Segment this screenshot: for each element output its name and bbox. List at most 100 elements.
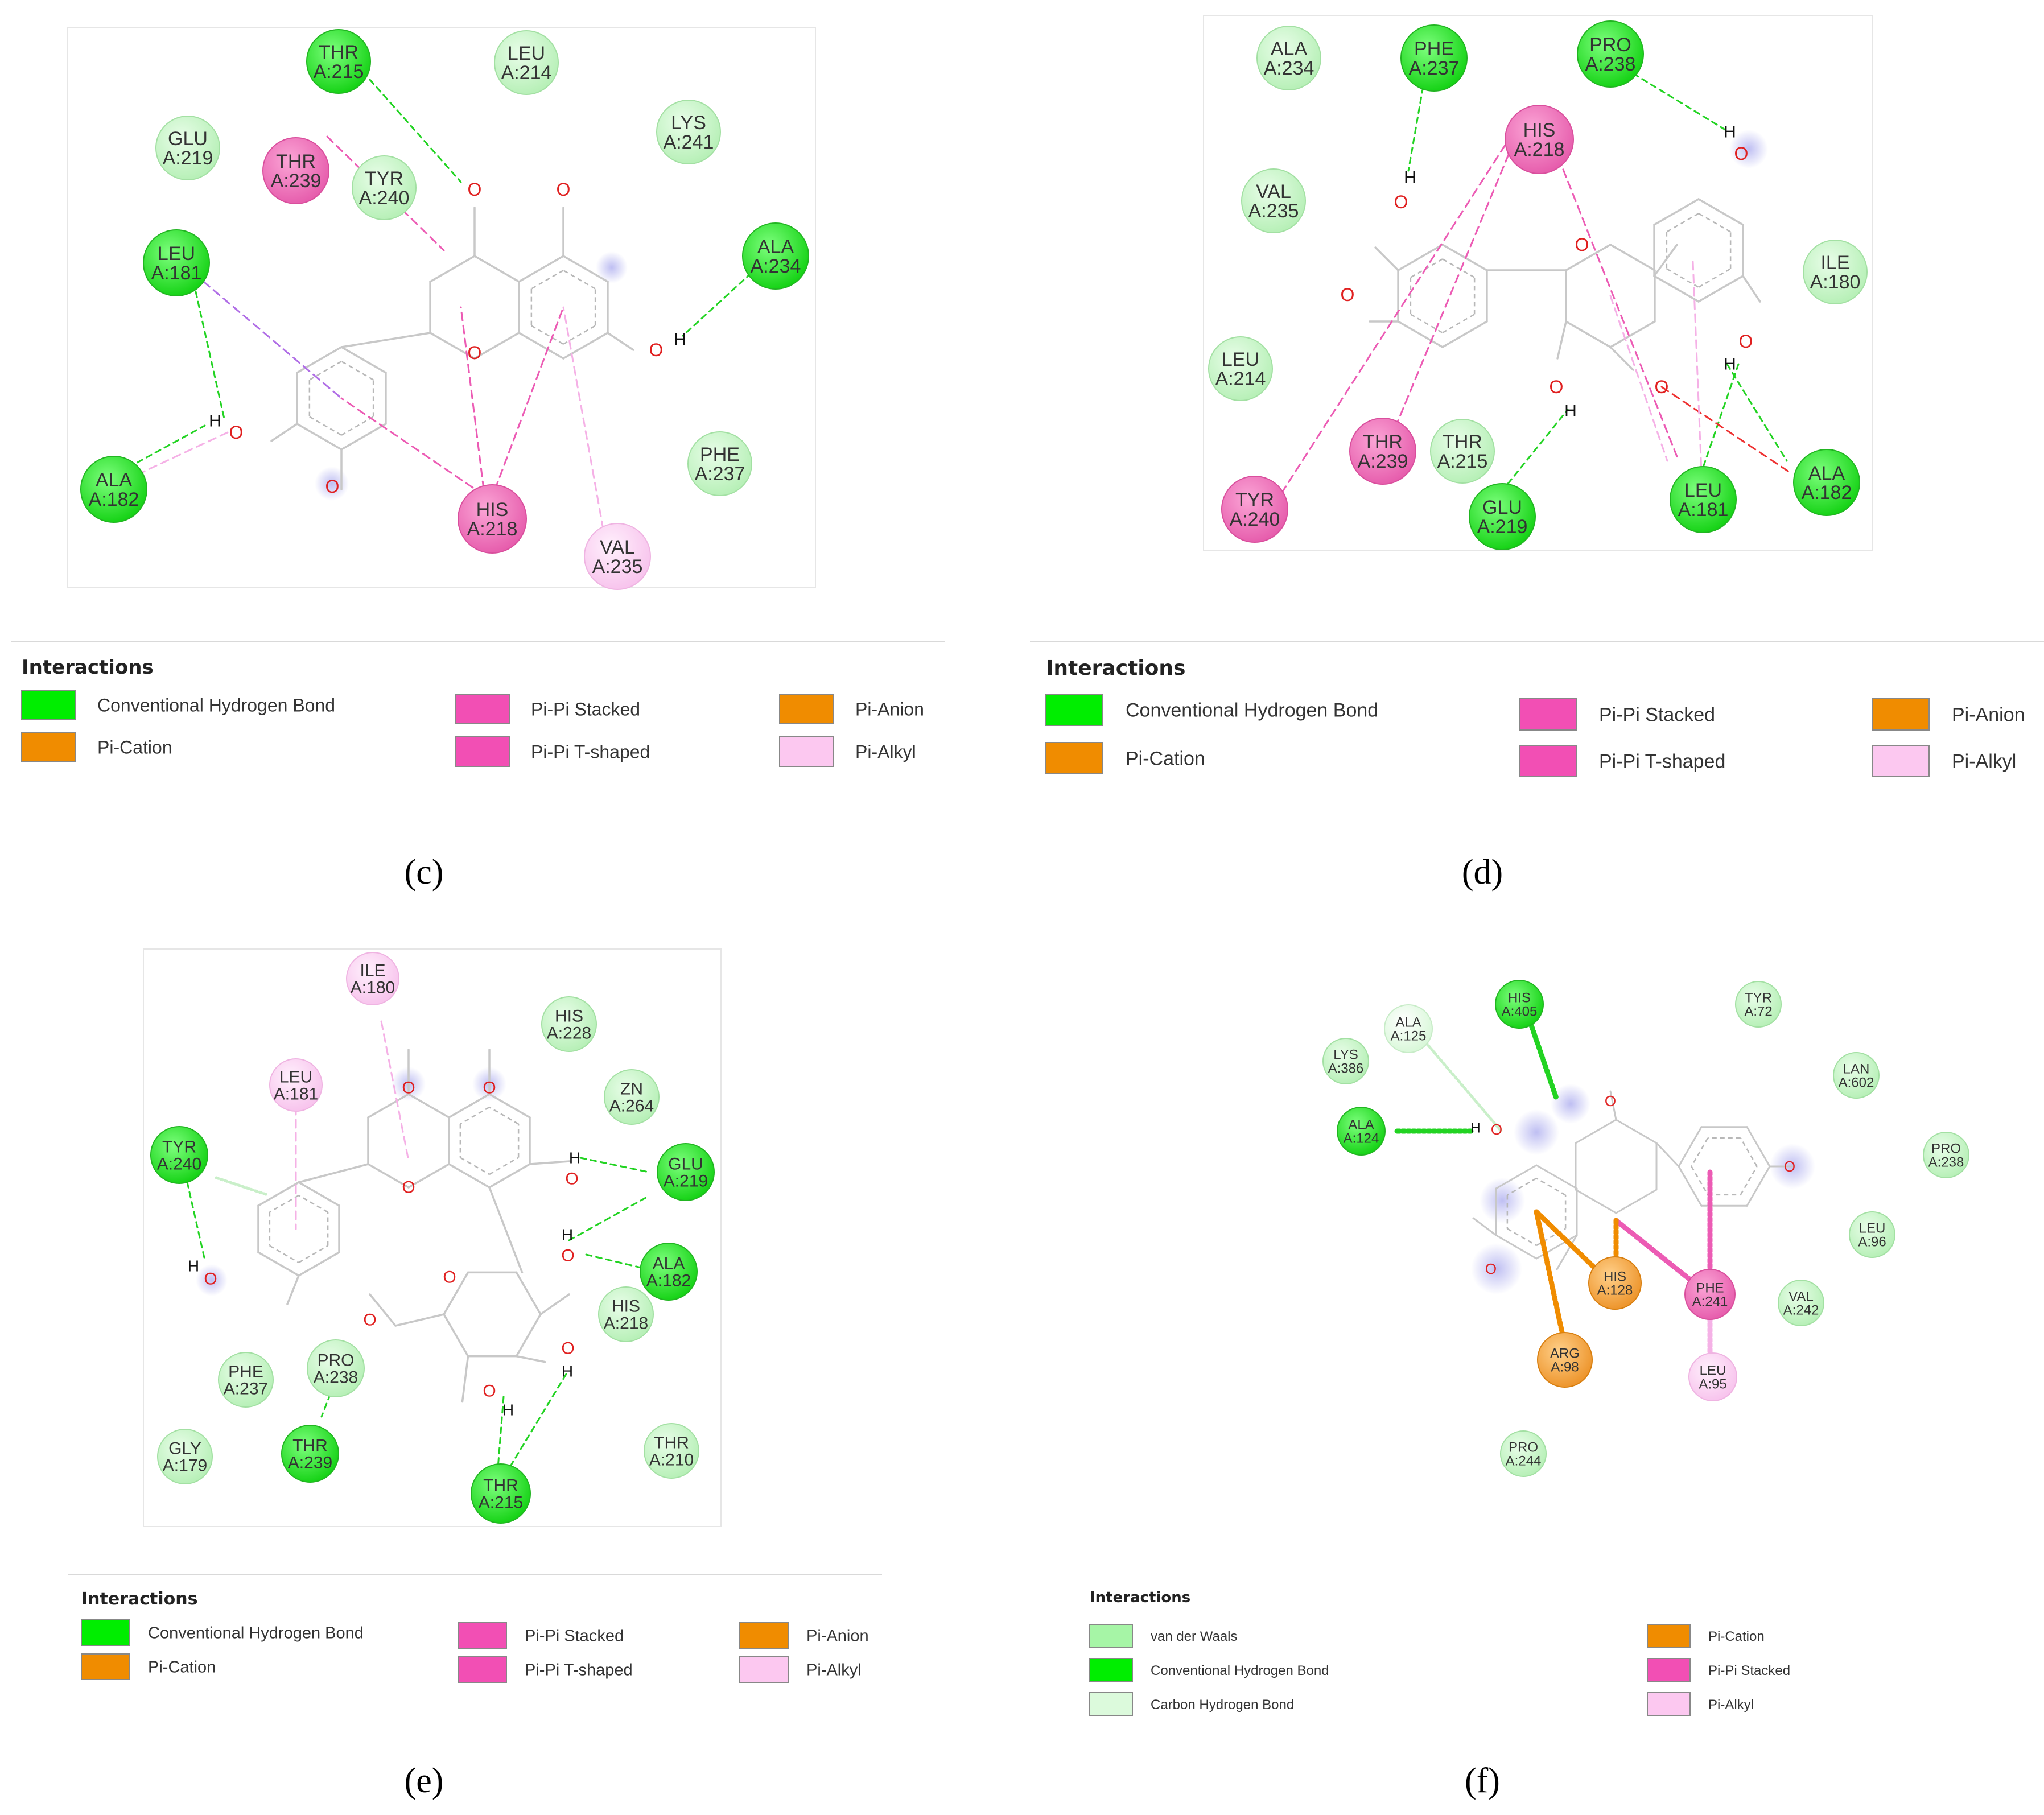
bond bbox=[286, 1274, 300, 1305]
residue-id: A:214 bbox=[1215, 368, 1266, 390]
residue-name: LAN bbox=[1843, 1061, 1870, 1076]
legend-swatch bbox=[1045, 694, 1103, 726]
residue-id: A:241 bbox=[664, 131, 714, 153]
residue-id: A:240 bbox=[359, 187, 410, 209]
aromatic-bond bbox=[1691, 1137, 1709, 1167]
legend-swatch bbox=[779, 736, 834, 767]
interaction-line-pipi bbox=[1552, 144, 1680, 462]
legend-swatch bbox=[1045, 742, 1103, 774]
bond bbox=[298, 1163, 369, 1183]
interaction-line-pipi bbox=[460, 306, 485, 490]
atom-label: H bbox=[1724, 123, 1736, 142]
legend-label: van der Waals bbox=[1151, 1629, 1238, 1644]
residue-id: A:218 bbox=[1514, 139, 1565, 160]
atom-label: H bbox=[569, 1149, 580, 1167]
residue-name: THR bbox=[483, 1476, 518, 1495]
residue-disc bbox=[1923, 1132, 1969, 1178]
aromatic-bond bbox=[563, 270, 596, 290]
bond bbox=[429, 255, 476, 283]
bond bbox=[515, 1313, 542, 1358]
residue-id: A:239 bbox=[1358, 451, 1408, 472]
residue-id: A:98 bbox=[1551, 1359, 1579, 1375]
residue-id: A:125 bbox=[1391, 1028, 1427, 1043]
residue-disc bbox=[1688, 1352, 1737, 1401]
bond bbox=[488, 1163, 531, 1189]
residue-name: TYR bbox=[162, 1138, 196, 1157]
residue-disc bbox=[1469, 483, 1536, 550]
bond bbox=[1742, 275, 1761, 303]
panel-d-frame bbox=[1203, 15, 1873, 551]
bond bbox=[529, 1160, 571, 1165]
residue-disc bbox=[306, 29, 371, 94]
legend-label: Conventional Hydrogen Bond bbox=[1126, 700, 1378, 721]
residue-disc bbox=[352, 155, 417, 220]
bond bbox=[1653, 275, 1700, 303]
residue-id: A:182 bbox=[89, 489, 139, 510]
atom-label: O bbox=[557, 179, 571, 200]
residue-disc bbox=[742, 222, 809, 290]
aromatic-bond bbox=[309, 361, 342, 381]
residue-name: PRO bbox=[1931, 1141, 1961, 1156]
legend-swatch bbox=[1647, 1658, 1691, 1682]
residue-disc bbox=[1400, 24, 1468, 92]
atom-label: O bbox=[325, 476, 340, 497]
legend-swatch bbox=[779, 694, 834, 724]
bond bbox=[407, 1093, 450, 1119]
residue-id: A:241 bbox=[1692, 1294, 1728, 1309]
residue-id: A:237 bbox=[1409, 57, 1460, 79]
interaction-line-hbond bbox=[192, 280, 226, 422]
interaction-line-hbond bbox=[579, 1157, 650, 1173]
residue-name: ILE bbox=[1820, 252, 1849, 274]
residue-name: THR bbox=[319, 42, 358, 63]
bond bbox=[298, 1181, 340, 1207]
bond bbox=[1441, 320, 1488, 348]
residue-name: VAL bbox=[1788, 1289, 1814, 1304]
residue-disc bbox=[1793, 449, 1860, 516]
residue-disc bbox=[458, 484, 527, 554]
atom-label: H bbox=[209, 412, 221, 431]
panel-caption: (c) bbox=[405, 853, 444, 892]
residue-name: LEU bbox=[1222, 349, 1259, 370]
aromatic-bond bbox=[269, 1194, 299, 1213]
interaction-line-hbond bbox=[369, 79, 462, 183]
bond bbox=[367, 1093, 410, 1119]
residue-name: PRO bbox=[1589, 34, 1631, 56]
residue-disc bbox=[1577, 20, 1644, 88]
residue-id: A:72 bbox=[1744, 1004, 1772, 1019]
legend-label: Pi-Alkyl bbox=[1708, 1697, 1754, 1713]
residue-name: HIS bbox=[555, 1007, 583, 1026]
residue-name: LEU bbox=[279, 1068, 312, 1087]
legend-label: Pi-Cation bbox=[1126, 748, 1205, 770]
residue-disc bbox=[1337, 1107, 1386, 1156]
atom-label: O bbox=[204, 1270, 217, 1289]
residue-name: GLU bbox=[668, 1155, 703, 1174]
atom-halo bbox=[1471, 1243, 1522, 1294]
bond bbox=[607, 332, 634, 351]
interaction-line-hbond bbox=[1407, 56, 1429, 172]
residue-disc bbox=[494, 30, 559, 95]
bond bbox=[1556, 320, 1567, 360]
residue-disc bbox=[1208, 336, 1273, 401]
legend-title: Interactions bbox=[81, 1589, 197, 1609]
bond bbox=[518, 255, 564, 283]
interaction-line-catF bbox=[1534, 1209, 1568, 1348]
ring-oxygen: O bbox=[468, 343, 482, 363]
residue-name: LEU bbox=[1859, 1220, 1886, 1236]
residue-id: A:218 bbox=[604, 1314, 648, 1333]
bond bbox=[1472, 1217, 1497, 1236]
atom-label: O bbox=[561, 1339, 574, 1358]
